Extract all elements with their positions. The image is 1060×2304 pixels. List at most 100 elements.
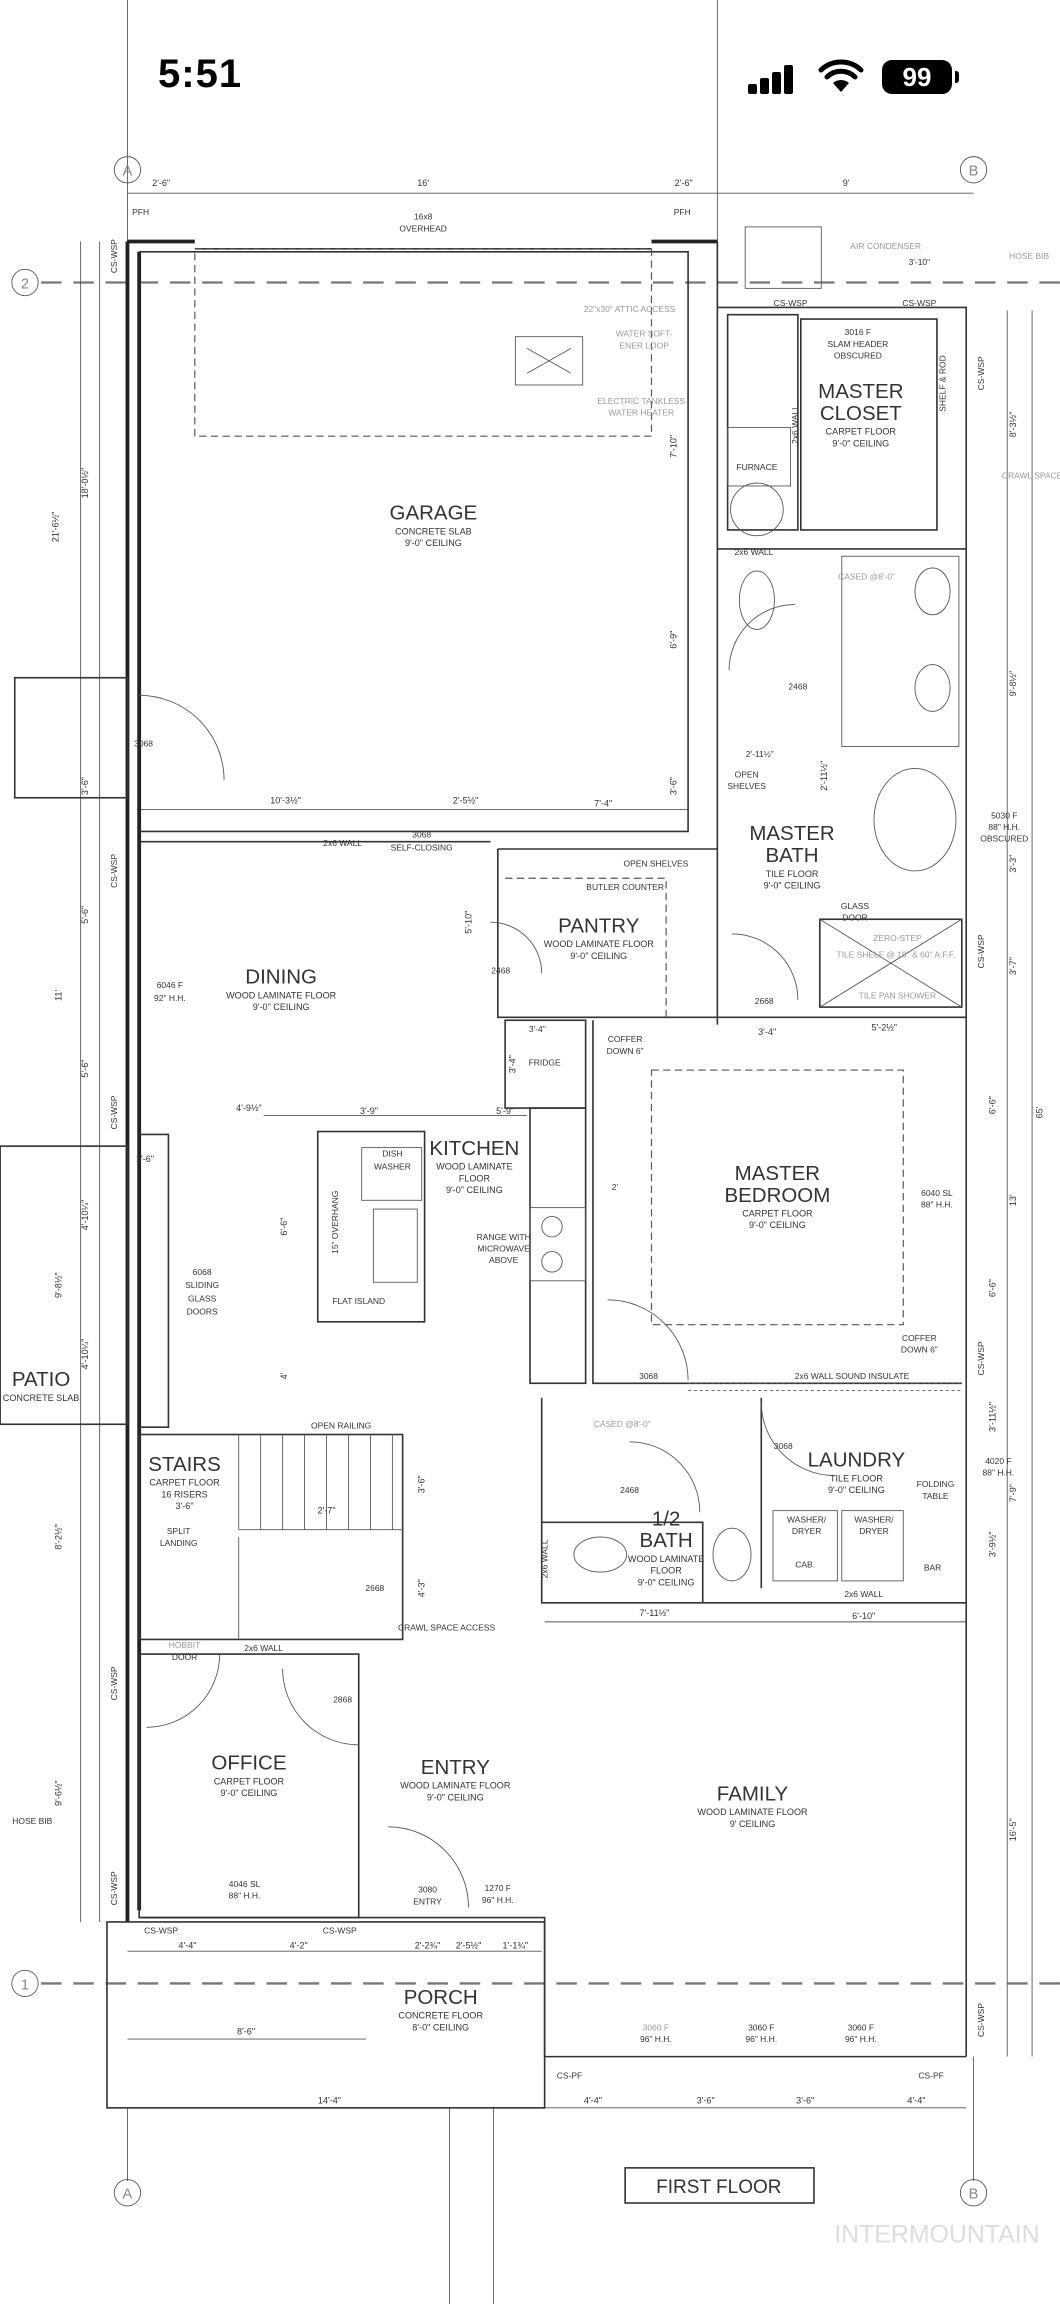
dimension-label: 9' <box>843 178 850 188</box>
room-detail: 3'-6" <box>176 1501 194 1511</box>
room-name: PANTRY <box>558 914 640 937</box>
wall-code-label: CS-WSP <box>109 1095 119 1129</box>
room-name: MASTER <box>735 1162 820 1185</box>
room-name: PATIO <box>12 1368 70 1391</box>
annotation-label: 1270 F <box>485 1883 511 1893</box>
annotation-label: TILE PAN SHOWER <box>859 990 936 1000</box>
watermark: INTERMOUNTAIN <box>834 2221 1039 2249</box>
annotation-label: 3060 F <box>643 2022 669 2032</box>
annotation-label: ENTRY <box>413 1896 442 1906</box>
room-detail: CARPET FLOOR <box>149 1478 220 1488</box>
annotation-label: SHELVES <box>727 781 766 791</box>
annotation-label: SELF-CLOSING <box>391 842 453 852</box>
dimension-label: 4'-4" <box>907 2095 925 2105</box>
annotation-label: 15" OVERHANG <box>330 1191 340 1254</box>
annotation-label: 2x6 WALL <box>540 1539 550 1578</box>
room-detail: 9' CEILING <box>730 1819 776 1829</box>
room-detail: 9'-0" CEILING <box>221 1788 278 1798</box>
dimension-label: 2'-5½" <box>456 1940 482 1950</box>
status-bar: 5:51 99 <box>0 0 1060 150</box>
annotation-label: OPEN RAILING <box>311 1421 371 1431</box>
annotation-label: HOSE BIB <box>12 1816 52 1826</box>
annotation-label: 4020 F <box>985 1456 1011 1466</box>
dimension-label: 3'-9" <box>360 1106 378 1116</box>
dimension-label: 5'-6" <box>80 906 90 924</box>
annotation-label: 6046 F <box>157 980 183 990</box>
room-detail: FLOOR <box>459 1173 491 1183</box>
annotation-label: ENER LOOP <box>619 340 669 350</box>
room-detail: 9'-0" CEILING <box>405 538 462 548</box>
plan-title: FIRST FLOOR <box>656 2177 781 2198</box>
room-detail: CARPET FLOOR <box>826 427 897 437</box>
annotation-label: RANGE WITH <box>477 1232 531 1242</box>
room-name: 1/2 <box>652 1507 680 1530</box>
dimension-label: 3'-4" <box>758 1027 776 1037</box>
grid-marker-label: 2 <box>21 276 29 292</box>
dimension-label: 2'-7" <box>318 1506 336 1516</box>
room-name: KITCHEN <box>429 1137 519 1160</box>
annotation-label: OVERHEAD <box>399 223 447 233</box>
annotation-label: 6068 <box>193 1267 212 1277</box>
annotation-label: SLIDING <box>185 1280 219 1290</box>
annotation-label: OBSCURED <box>980 834 1028 844</box>
wall-code-label: CS-WSP <box>976 1341 986 1375</box>
dimension-label: 3'-6" <box>668 777 678 795</box>
room-name: DINING <box>245 966 317 989</box>
annotation-label: COFFER <box>902 1333 937 1343</box>
dimension-label: 2'-6" <box>675 178 693 188</box>
wall-code-label: CS-WSP <box>976 356 986 390</box>
annotation-label: 3'-4" <box>529 1024 546 1034</box>
dimension-label: 7'-11½" <box>639 1608 669 1618</box>
annotation-label: 16x8 <box>414 212 433 222</box>
room-detail: WOOD LAMINATE <box>628 1554 704 1564</box>
dimension-label: 3'-6" <box>80 777 90 795</box>
room-name: CLOSET <box>820 402 902 425</box>
dimension-label: 6'-6" <box>279 1218 289 1236</box>
dimension-label: 4'-3" <box>417 1579 427 1597</box>
annotation-label: CS-WSP <box>774 298 808 308</box>
dimension-label: 3'-11½" <box>987 1402 997 1432</box>
annotation-label: SPLIT <box>167 1526 191 1536</box>
annotation-label: 3'-10" <box>909 257 931 267</box>
dimension-label: 9'-8½" <box>54 1272 64 1298</box>
dimension-label: 4'-2" <box>290 1940 308 1950</box>
annotation-label: AIR CONDENSER <box>850 241 921 251</box>
annotation-label: DRYER <box>859 1526 888 1536</box>
annotation-label: 6040 SL <box>921 1188 953 1198</box>
annotation-label: OPEN SHELVES <box>623 859 688 869</box>
annotation-label: CAB. <box>795 1560 815 1570</box>
clock: 5:51 <box>158 52 243 96</box>
room-name: MASTER <box>818 380 903 403</box>
annotation-label: CS-WSP <box>902 298 936 308</box>
cellular-signal-icon <box>748 64 794 94</box>
annotation-label: ELECTRIC TANKLESS <box>597 396 685 406</box>
annotation-label: DISH <box>382 1148 402 1158</box>
dimension-label: 16'-5" <box>1008 1818 1018 1841</box>
annotation-label: 3016 F <box>845 327 871 337</box>
room-name: OFFICE <box>211 1752 286 1775</box>
room-name: ENTRY <box>421 1756 490 1779</box>
annotation-label: 3080 <box>418 1885 437 1895</box>
annotation-label: TILE SHELF @ 18" & 60" A.F.F. <box>836 949 955 959</box>
dimension-label: 3'-6" <box>417 1475 427 1493</box>
annotation-label: 3068 <box>134 739 153 749</box>
dimension-label: 65' <box>1034 1106 1044 1118</box>
dimension-label: 7'-10" <box>668 435 678 458</box>
room-name: GARAGE <box>390 502 478 525</box>
annotation-label: FURNACE <box>736 462 777 472</box>
room-name: FAMILY <box>717 1782 789 1805</box>
wifi-icon <box>818 59 864 92</box>
dimension-label: 3'-9½" <box>987 1531 997 1557</box>
room-detail: 9'-0" CEILING <box>253 1002 310 1012</box>
wall-code-label: CS-WSP <box>109 239 119 273</box>
annotation-label: DOOR <box>842 913 867 923</box>
annotation-label: GLASS <box>188 1293 217 1303</box>
annotation-label: 3068 <box>412 829 431 839</box>
annotation-label: WASHER <box>374 1162 411 1172</box>
dimension-label: 4'-9½" <box>236 1103 262 1113</box>
annotation-label: 88" H.H. <box>921 1200 953 1210</box>
room-detail: CONCRETE SLAB <box>395 526 472 536</box>
dimension-label: 2'-5½" <box>453 796 479 806</box>
